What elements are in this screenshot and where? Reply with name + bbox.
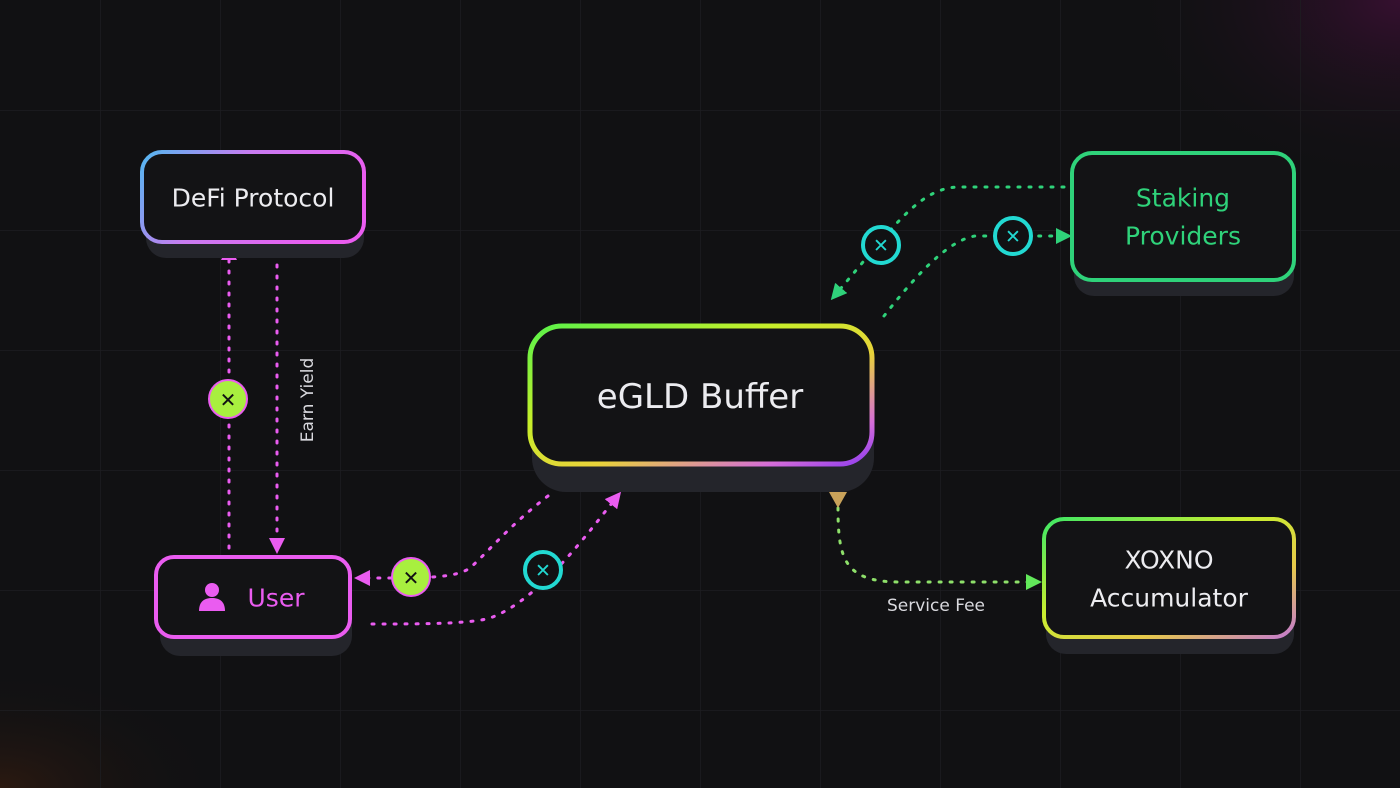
multiversx-token-icon: ✕	[391, 557, 431, 597]
node-defi-protocol: DeFi Protocol	[140, 150, 366, 258]
node-box	[154, 555, 352, 639]
edge-user-to-buffer-lower	[370, 491, 622, 626]
token-glyph: ✕	[873, 235, 889, 257]
node-label-xoxno-line2: Accumulator	[1090, 584, 1249, 613]
token-glyph: ✕	[1005, 226, 1021, 248]
edge-staking-to-buffer	[830, 185, 1066, 301]
multiversx-token-icon: ✕	[523, 550, 563, 590]
edge-label-service-fee: Service Fee	[887, 596, 985, 616]
node-user: User	[154, 555, 352, 656]
person-icon	[199, 583, 225, 611]
node-egld-buffer: eGLD Buffer	[527, 323, 875, 492]
node-label-staking-line2: Providers	[1125, 222, 1241, 251]
token-glyph: ✕	[403, 566, 420, 590]
multiversx-token-icon: ✕	[861, 225, 901, 265]
node-label-buffer: eGLD Buffer	[597, 377, 803, 417]
node-box	[1070, 151, 1296, 282]
node-box	[1042, 517, 1296, 639]
node-label-xoxno-line1: XOXNO	[1124, 546, 1213, 575]
multiversx-token-icon: ✕	[993, 216, 1033, 256]
edge-label-earn-yield: Earn Yield	[298, 358, 318, 443]
edge-buffer-to-staking	[882, 228, 1072, 318]
token-glyph: ✕	[220, 388, 237, 412]
node-staking-providers: Staking Providers	[1070, 151, 1296, 296]
node-box	[140, 150, 366, 244]
node-label-staking-line1: Staking	[1136, 184, 1230, 213]
node-label-defi: DeFi Protocol	[172, 184, 335, 213]
node-box	[527, 323, 875, 467]
service-fee-source-arrow-icon	[829, 492, 847, 508]
multiversx-token-icon: ✕	[208, 379, 248, 419]
token-glyph: ✕	[535, 560, 551, 582]
node-label-user: User	[248, 584, 306, 613]
node-xoxno-accumulator: XOXNO Accumulator	[1042, 517, 1296, 654]
